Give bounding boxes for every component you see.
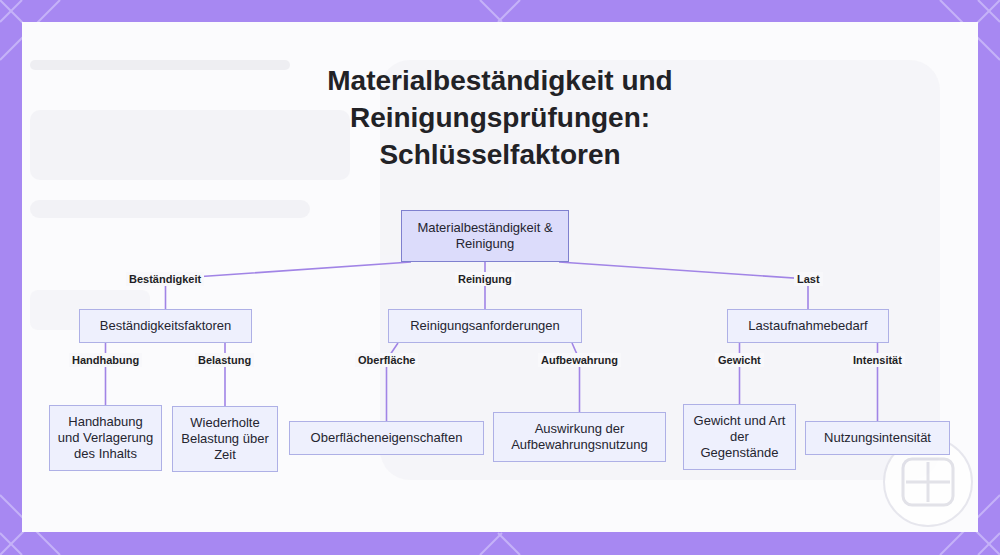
- box-label: Lastaufnahmebedarf: [748, 318, 867, 334]
- root-box: Materialbeständigkeit & Reinigung: [401, 210, 569, 262]
- topic-box: Gewicht und Art der Gegenstände: [683, 404, 796, 470]
- topic-box: Lastaufnahmebedarf: [727, 309, 889, 343]
- edge-label: Aufbewahrung: [538, 353, 621, 367]
- topic-box: Beständigkeitsfaktoren: [79, 309, 252, 343]
- box-label: Auswirkung der Aufbewahrungsnutzung: [501, 421, 658, 453]
- edge-label: Handhabung: [69, 353, 142, 367]
- box-label: Beständigkeitsfaktoren: [100, 318, 232, 334]
- diagram-title: Materialbeständigkeit und Reinigungsprüf…: [280, 62, 720, 173]
- box-label: Oberflächeneigenschaften: [311, 430, 463, 446]
- edge-label: Beständigkeit: [126, 272, 204, 286]
- connector-line: [559, 262, 808, 309]
- box-label: Reinigungsanforderungen: [410, 318, 560, 334]
- topic-box: Wiederholte Belastung über Zeit: [172, 406, 278, 472]
- box-label: Materialbeständigkeit & Reinigung: [412, 220, 558, 252]
- topic-box: Auswirkung der Aufbewahrungsnutzung: [493, 412, 666, 462]
- edge-label: Belastung: [195, 353, 254, 367]
- box-label: Handhabung und Verlagerung des Inhalts: [57, 414, 154, 462]
- edge-label: Reinigung: [455, 272, 515, 286]
- box-label: Wiederholte Belastung über Zeit: [180, 415, 270, 463]
- topic-box: Reinigungsanforderungen: [388, 309, 582, 343]
- edge-label: Gewicht: [715, 353, 764, 367]
- box-label: Nutzungsintensität: [824, 430, 931, 446]
- edge-label: Last: [794, 272, 823, 286]
- edge-label: Intensität: [850, 353, 905, 367]
- topic-box: Oberflächeneigenschaften: [289, 421, 484, 455]
- topic-box: Handhabung und Verlagerung des Inhalts: [49, 405, 162, 471]
- edge-label: Oberfläche: [355, 353, 418, 367]
- box-label: Gewicht und Art der Gegenstände: [691, 413, 788, 461]
- topic-box: Nutzungsintensität: [805, 421, 950, 455]
